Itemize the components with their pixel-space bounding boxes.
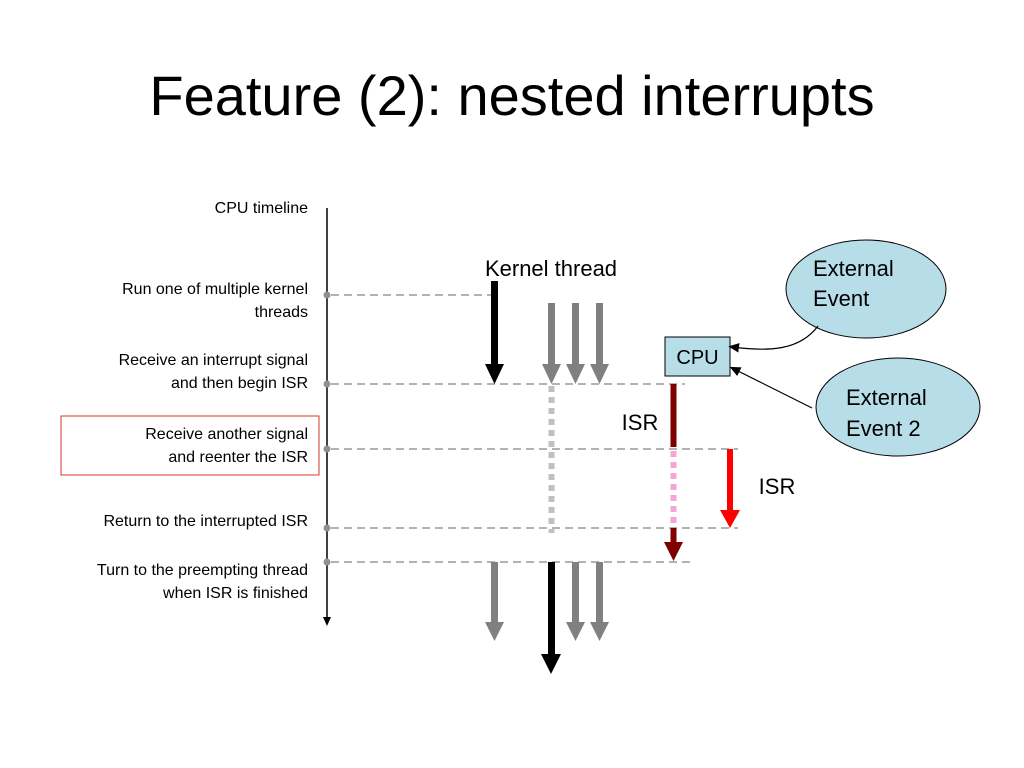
timeline-label: CPU timeline — [214, 200, 308, 217]
step-dot — [323, 380, 331, 388]
external-event-1: External Event — [785, 239, 947, 339]
step-label-1: Run one of multiple kernel threads — [122, 278, 308, 324]
cpu-label: CPU — [676, 347, 718, 369]
step-label-5: Turn to the preempting thread when ISR i… — [97, 559, 308, 605]
step-dot — [323, 445, 331, 453]
timeline-axis-arrowhead — [323, 617, 331, 626]
step-line-5 — [323, 558, 690, 566]
event-2-connector-arrow — [729, 366, 813, 409]
step-5-line2: when ISR is finished — [163, 585, 308, 602]
external-event-2: External Event 2 — [815, 357, 981, 457]
step-line-1 — [323, 291, 495, 299]
waiting-thread-arrow — [566, 562, 585, 641]
cpu-box: CPU — [664, 336, 731, 377]
waiting-thread-arrow — [542, 303, 561, 384]
running-thread-arrow — [485, 281, 504, 384]
external-event-2-line1: External — [846, 385, 927, 410]
step-3-line2: and reenter the ISR — [168, 449, 308, 466]
step-1-line2: threads — [254, 304, 308, 321]
step-2-line1: Receive an interrupt signal — [118, 352, 308, 369]
highlight-box — [60, 415, 320, 476]
waiting-thread-arrow — [590, 303, 609, 384]
step-label-3: Receive another signal and reenter the I… — [145, 423, 308, 469]
step-line-2 — [323, 380, 685, 388]
external-event-1-line2: Event — [813, 286, 869, 311]
step-line-4 — [323, 524, 738, 532]
preempting-thread-arrow — [541, 562, 561, 674]
waiting-thread-arrow — [485, 562, 504, 641]
waiting-thread-arrow — [566, 303, 585, 384]
step-3-line1: Receive another signal — [145, 426, 308, 443]
isr-1-label: ISR — [622, 410, 659, 435]
slide-title: Feature (2): nested interrupts — [149, 64, 875, 127]
event-1-connector-arrow — [728, 325, 819, 353]
step-dot — [323, 291, 331, 299]
step-4-line1: Return to the interrupted ISR — [103, 513, 308, 530]
kernel-thread-label: Kernel thread — [485, 256, 617, 281]
external-event-1-line1: External — [813, 256, 894, 281]
isr-1-resume-arrow — [664, 528, 683, 561]
step-label-2: Receive an interrupt signal and then beg… — [119, 349, 308, 395]
isr-2-arrow — [720, 449, 740, 528]
external-event-2-line2: Event 2 — [846, 416, 921, 441]
step-1-line1: Run one of multiple kernel — [122, 281, 308, 298]
step-line-3 — [323, 445, 738, 453]
step-dot — [323, 524, 331, 532]
step-label-4: Return to the interrupted ISR — [103, 510, 308, 533]
step-5-line1: Turn to the preempting thread — [96, 562, 308, 579]
step-dot — [323, 558, 331, 566]
waiting-thread-arrow — [590, 562, 609, 641]
isr-2-label: ISR — [759, 474, 796, 499]
step-2-line2: and then begin ISR — [171, 375, 308, 392]
